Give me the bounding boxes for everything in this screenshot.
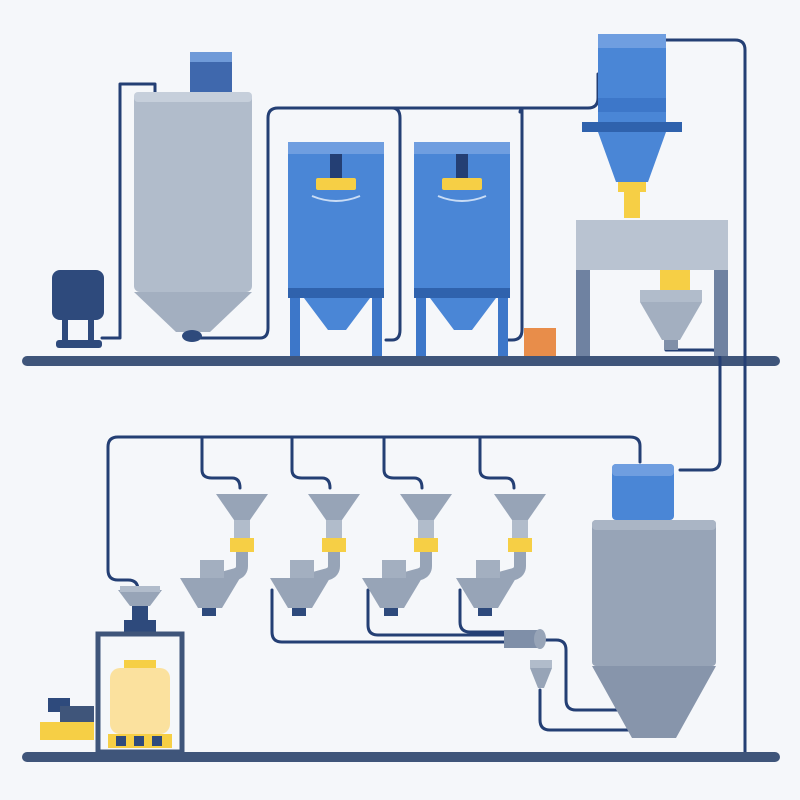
blue-mixing-tank-1 (288, 142, 384, 356)
small-pump-unit (40, 698, 94, 740)
filling-station (95, 586, 185, 755)
vacuum-hopper-station (576, 34, 728, 356)
transfer-pump (52, 270, 104, 348)
lower-pipe-network (106, 435, 642, 732)
dosing-station-2 (270, 494, 360, 616)
upper-floor-beam (22, 356, 780, 366)
lower-floor-beam (22, 752, 780, 762)
dosing-station-1 (180, 494, 268, 616)
dosing-station-4 (456, 494, 546, 616)
large-collection-silo (592, 464, 716, 738)
blue-mixing-tank-2 (414, 142, 510, 356)
orange-supply-box (524, 328, 556, 356)
gray-storage-silo (134, 52, 252, 342)
dosing-station-3 (362, 494, 452, 616)
filter-receiver (504, 629, 552, 688)
